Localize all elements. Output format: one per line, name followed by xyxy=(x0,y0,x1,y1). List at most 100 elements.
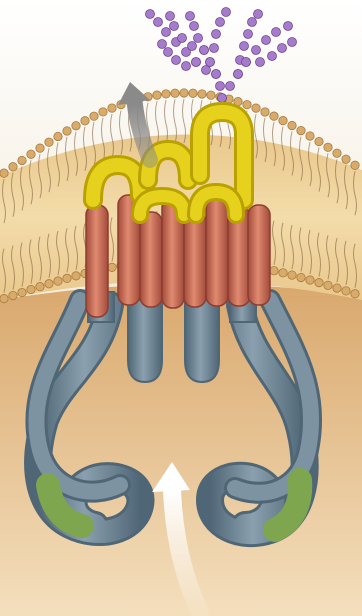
sugar-bead xyxy=(202,66,211,75)
lipid-head xyxy=(342,155,350,163)
transmembrane-helix xyxy=(206,196,228,306)
lipid-head xyxy=(63,274,71,282)
sugar-bead xyxy=(272,28,281,37)
sugar-bead xyxy=(200,46,209,55)
sugar-bead xyxy=(288,38,297,47)
sugar-bead xyxy=(154,18,163,27)
lipid-head xyxy=(36,282,44,290)
lipid-head xyxy=(306,132,314,140)
sugar-bead xyxy=(278,44,287,53)
lipid-head xyxy=(0,169,8,177)
lipid-head xyxy=(45,280,53,288)
lipid-head xyxy=(9,291,17,299)
transmembrane-helix xyxy=(184,212,206,307)
lipid-head xyxy=(333,284,341,292)
sugar-bead xyxy=(194,34,203,43)
sugar-bead xyxy=(172,56,181,65)
transmembrane-helix xyxy=(140,212,162,307)
lipid-head xyxy=(315,137,323,145)
lipid-head xyxy=(153,91,161,99)
lipid-head xyxy=(27,150,35,158)
sugar-bead xyxy=(186,12,195,21)
lipid-head xyxy=(162,90,170,98)
lipid-head xyxy=(171,89,179,97)
sugar-bead xyxy=(254,10,263,19)
sugar-bead xyxy=(182,62,191,71)
lipid-head xyxy=(279,269,287,277)
lipid-head xyxy=(9,163,17,171)
lipid-head xyxy=(270,266,278,274)
lipid-head xyxy=(72,122,80,130)
sugar-bead xyxy=(158,40,167,49)
sugar-bead xyxy=(146,10,155,19)
lipid-head xyxy=(279,116,287,124)
sugar-bead xyxy=(244,30,253,39)
sugar-bead xyxy=(162,28,171,37)
lipid-head xyxy=(324,281,332,289)
sugar-bead xyxy=(212,70,221,79)
lipid-head xyxy=(288,121,296,129)
transmembrane-helix xyxy=(248,205,270,305)
lipid-head xyxy=(351,290,359,298)
sugar-bead xyxy=(256,58,265,67)
lipid-head xyxy=(18,288,26,296)
lipid-head xyxy=(324,143,332,151)
sugar-bead xyxy=(242,58,251,67)
lipid-head xyxy=(297,126,305,134)
sugar-bead xyxy=(284,22,293,31)
sugar-bead xyxy=(222,8,231,17)
sugar-bead xyxy=(248,18,257,27)
sugar-bead xyxy=(178,34,187,43)
sugar-bead xyxy=(268,52,277,61)
lipid-head xyxy=(108,263,116,271)
lipid-head xyxy=(90,112,98,120)
lipid-head xyxy=(351,161,359,169)
lipid-head xyxy=(63,127,71,135)
lipid-head xyxy=(252,104,260,112)
lipid-head xyxy=(189,89,197,97)
lipid-head xyxy=(315,278,323,286)
lipid-head xyxy=(72,272,80,280)
lipid-head xyxy=(297,273,305,281)
sugar-bead xyxy=(218,94,227,103)
transmembrane-helix xyxy=(86,205,108,317)
sugar-bead xyxy=(240,42,249,51)
sugar-bead xyxy=(216,18,225,27)
lipid-head xyxy=(0,294,8,302)
lipid-head xyxy=(45,138,53,146)
sugar-bead xyxy=(188,42,197,51)
sugar-bead xyxy=(166,12,175,21)
sugar-bead xyxy=(164,48,173,57)
sugar-bead xyxy=(216,82,225,91)
lipid-head xyxy=(36,144,44,152)
lipid-head xyxy=(108,104,116,112)
lipid-head xyxy=(198,90,206,98)
lipid-head xyxy=(306,276,314,284)
sugar-bead xyxy=(190,22,199,31)
lipid-head xyxy=(18,156,26,164)
sugar-bead xyxy=(192,58,201,67)
sugar-bead xyxy=(212,30,221,39)
lipid-head xyxy=(243,100,251,108)
lipid-head xyxy=(270,112,278,120)
sugar-bead xyxy=(170,22,179,31)
lipid-head xyxy=(81,117,89,125)
lipid-head xyxy=(54,277,62,285)
lipid-head xyxy=(99,108,107,116)
lipid-head xyxy=(207,91,215,99)
sugar-bead xyxy=(262,36,271,45)
sugar-bead xyxy=(252,46,261,55)
lipid-head xyxy=(288,271,296,279)
lipid-head xyxy=(261,108,269,116)
lipid-head xyxy=(342,287,350,295)
lipid-head xyxy=(27,285,35,293)
lipid-head xyxy=(180,89,188,97)
lipid-head xyxy=(54,132,62,140)
sugar-bead xyxy=(210,44,219,53)
sugar-bead xyxy=(234,70,243,79)
sugar-bead xyxy=(226,82,235,91)
sugar-bead xyxy=(206,58,215,67)
lipid-head xyxy=(333,149,341,157)
